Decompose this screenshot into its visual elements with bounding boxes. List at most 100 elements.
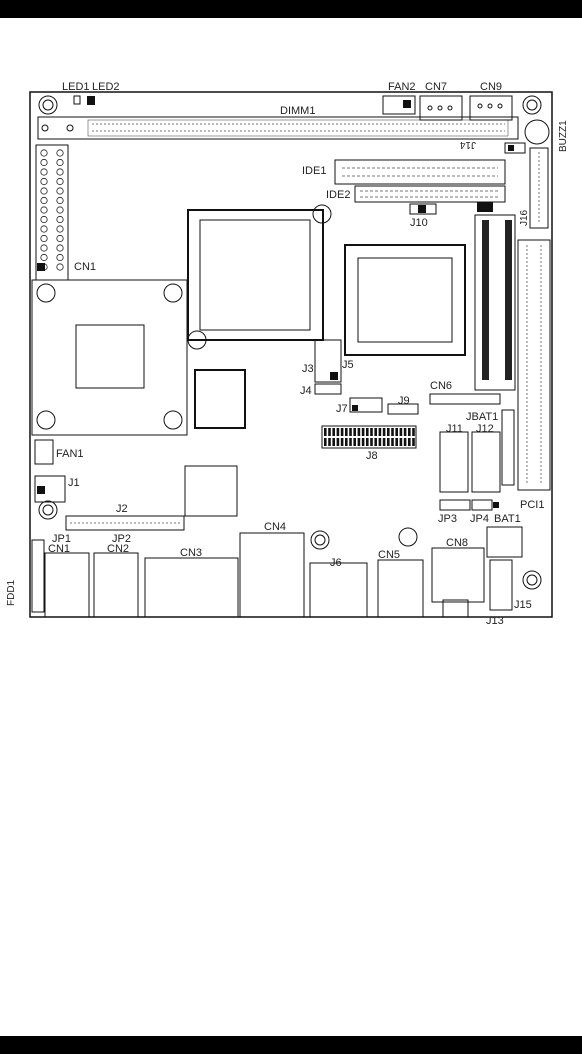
j8-label: J8	[366, 450, 378, 462]
j8-pin	[324, 428, 327, 436]
cn1-pin	[56, 158, 64, 167]
cn1-pin	[56, 168, 64, 176]
bat1-battery	[486, 526, 523, 558]
j9-header	[387, 403, 419, 415]
dimm1-slot	[37, 116, 519, 140]
cn4-connector	[239, 532, 305, 618]
j8-pin	[374, 438, 377, 446]
j8-pin	[345, 438, 348, 446]
cn1-bottom-label: CN1	[48, 543, 70, 555]
southbridge-chip	[344, 244, 466, 356]
cn1-pin	[40, 187, 48, 195]
j11-connector	[439, 431, 469, 493]
cn1-pin	[40, 206, 48, 214]
cn3-connector	[144, 557, 239, 618]
cn1-pin	[40, 215, 48, 224]
j15-header	[489, 559, 513, 611]
j8-pin	[366, 438, 369, 446]
j4-label: J4	[300, 385, 312, 397]
j8-pin	[370, 438, 373, 446]
cn5-label: CN5	[378, 549, 400, 561]
cn5-connector	[377, 559, 424, 618]
top-black-bar	[0, 0, 582, 18]
fan2-label: FAN2	[388, 81, 416, 93]
j8-pin	[340, 428, 344, 436]
j16-label: J16	[519, 209, 530, 226]
j8-pin	[328, 438, 331, 446]
j8-pin	[336, 438, 340, 446]
pci1-slot	[517, 239, 551, 491]
j9-label: J9	[398, 395, 410, 407]
compactflash-slot	[474, 214, 516, 391]
j8-pin	[353, 438, 356, 446]
cn3-label: CN3	[180, 547, 202, 559]
j5-header	[314, 339, 342, 383]
bat1-label: BAT1	[494, 513, 521, 525]
cn2-label: CN2	[107, 543, 129, 555]
j3-label: J3	[302, 363, 314, 375]
j8-pin	[353, 428, 356, 436]
led2-label: LED2	[92, 81, 120, 93]
j12-connector	[471, 431, 501, 493]
j8-pin	[403, 438, 407, 446]
j8-pin	[395, 438, 398, 446]
j11-label: J11	[446, 423, 463, 435]
j14-label: J14	[459, 139, 476, 150]
cn1-pin	[56, 177, 64, 186]
cn1-pin	[56, 244, 64, 252]
j7-header	[349, 397, 383, 413]
j8-pin	[412, 438, 415, 446]
j8-pin	[357, 428, 361, 436]
j8-pin	[387, 428, 390, 436]
j8-pin	[349, 428, 352, 436]
cn1-pin	[56, 234, 64, 243]
j8-pin	[382, 438, 386, 446]
j8-pin	[374, 428, 377, 436]
j8-pin	[324, 438, 327, 446]
cn1-pin	[40, 253, 48, 262]
ide2-label: IDE2	[326, 189, 350, 201]
j8-pin	[332, 428, 335, 436]
cn1-pin	[56, 206, 64, 214]
pci1-label: PCI1	[520, 499, 544, 511]
j8-pin	[370, 428, 373, 436]
mounting-holes	[38, 95, 550, 590]
j1-label: J1	[68, 477, 80, 489]
j6-connector	[309, 562, 368, 618]
j8-pin	[395, 428, 398, 436]
j8-pin	[336, 428, 340, 436]
jp3-label: JP3	[438, 513, 457, 525]
j8-pin	[403, 428, 407, 436]
j15-label: J15	[514, 599, 532, 611]
j8-pin	[357, 438, 361, 446]
ide2-connector	[354, 185, 506, 203]
cn1-pin	[56, 253, 64, 262]
j2-header	[65, 515, 185, 531]
j8-pin	[366, 428, 369, 436]
fdd1-connector	[31, 539, 45, 613]
cn1-pin	[40, 168, 48, 176]
j8-pin	[382, 428, 386, 436]
led1-label: LED1	[62, 81, 90, 93]
cn4-label: CN4	[264, 521, 286, 533]
j8-pin	[399, 428, 403, 436]
j5-label: J5	[342, 359, 354, 371]
j8-pin	[328, 428, 331, 436]
cn6-label: CN6	[430, 380, 452, 392]
cn1-pin	[40, 196, 48, 205]
j12-label: J12	[476, 423, 494, 435]
j8-pin	[391, 438, 394, 446]
cn1-bottom-connector	[44, 552, 90, 618]
j7-label: J7	[336, 403, 348, 415]
cn7-label: CN7	[425, 81, 447, 93]
cn1-pin	[40, 244, 48, 252]
j8-pin	[361, 428, 365, 436]
cn1-pin	[56, 263, 64, 271]
j4-header	[314, 383, 342, 395]
fdd1-label: FDD1	[6, 579, 17, 606]
j2-label: J2	[116, 503, 128, 515]
cpu-module	[31, 279, 188, 436]
cn1-pin	[40, 234, 48, 243]
j8-pin	[378, 438, 382, 446]
cn1-pin	[56, 196, 64, 205]
